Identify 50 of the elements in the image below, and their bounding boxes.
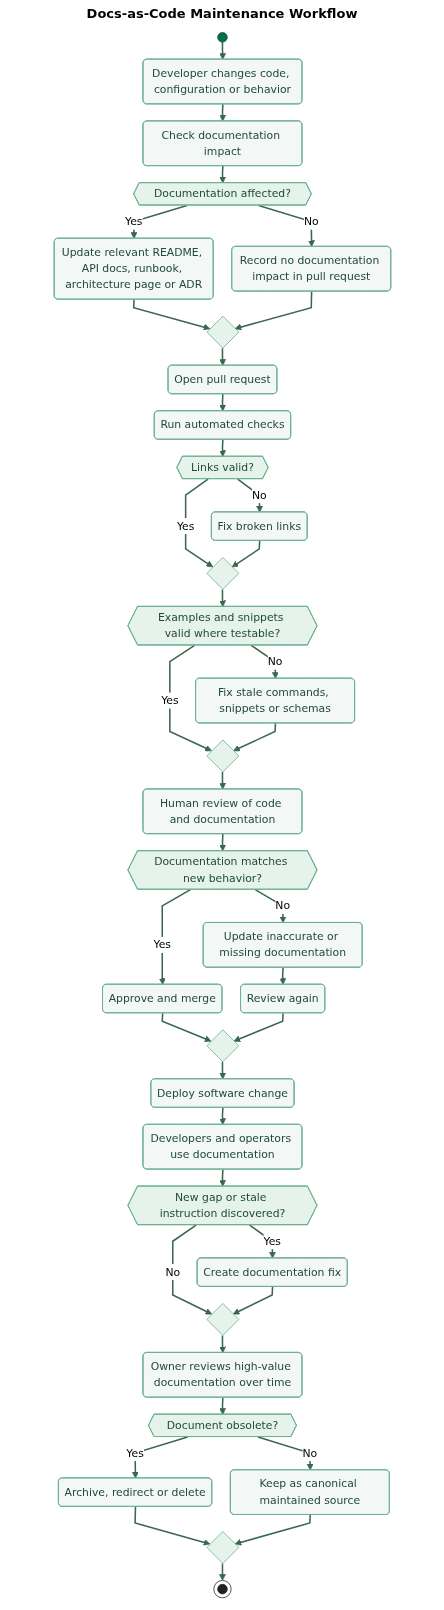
arrow — [218, 1334, 226, 1354]
edge-label: Yes — [124, 215, 142, 228]
arrow — [278, 966, 286, 985]
arrow — [233, 1012, 284, 1042]
arrow — [218, 1562, 226, 1581]
arrow — [234, 1514, 311, 1546]
arrow — [158, 888, 191, 985]
edge-label: Yes — [153, 938, 171, 951]
node-diamond — [206, 1303, 239, 1336]
edge-label: No — [251, 488, 267, 502]
edge-label: Yes — [125, 1446, 144, 1459]
arrow — [168, 644, 212, 752]
node-diamond — [206, 739, 239, 773]
arrow — [132, 298, 210, 331]
arrow — [133, 1506, 210, 1546]
arrow — [218, 438, 226, 457]
diagram-title: Docs-as-Code Maintenance Workflow — [86, 5, 358, 23]
arrow — [218, 1061, 226, 1080]
arrow — [218, 393, 226, 412]
arrow — [218, 588, 226, 608]
edge-label: Yes — [160, 693, 179, 707]
arrow — [218, 41, 226, 60]
arrow — [218, 103, 226, 122]
edge-label: No — [303, 215, 319, 228]
arrow — [218, 1106, 226, 1125]
node-circle — [216, 32, 228, 43]
arrow — [232, 722, 276, 752]
edge-label: Yes — [176, 519, 194, 532]
node-diamond — [206, 1531, 239, 1564]
edge-label: No — [267, 655, 282, 668]
arrow — [218, 833, 226, 852]
node-diamond — [206, 557, 239, 590]
edge-label: Yes — [262, 1234, 281, 1248]
edge-label: No — [302, 1446, 317, 1459]
node-diamond — [206, 315, 239, 349]
arrow — [184, 478, 213, 568]
node-diamond — [206, 1029, 239, 1063]
arrow — [218, 1396, 226, 1415]
arrow — [218, 771, 226, 790]
arrow — [232, 1286, 273, 1315]
arrow — [231, 540, 260, 568]
arrow — [218, 1168, 226, 1187]
arrow — [218, 347, 226, 366]
edge-label: No — [274, 899, 290, 912]
arrow — [218, 165, 226, 184]
arrow — [131, 1436, 188, 1479]
edge-label: No — [164, 1265, 180, 1278]
arrow — [234, 290, 312, 331]
arrow — [161, 1012, 211, 1042]
arrow — [171, 1224, 212, 1315]
